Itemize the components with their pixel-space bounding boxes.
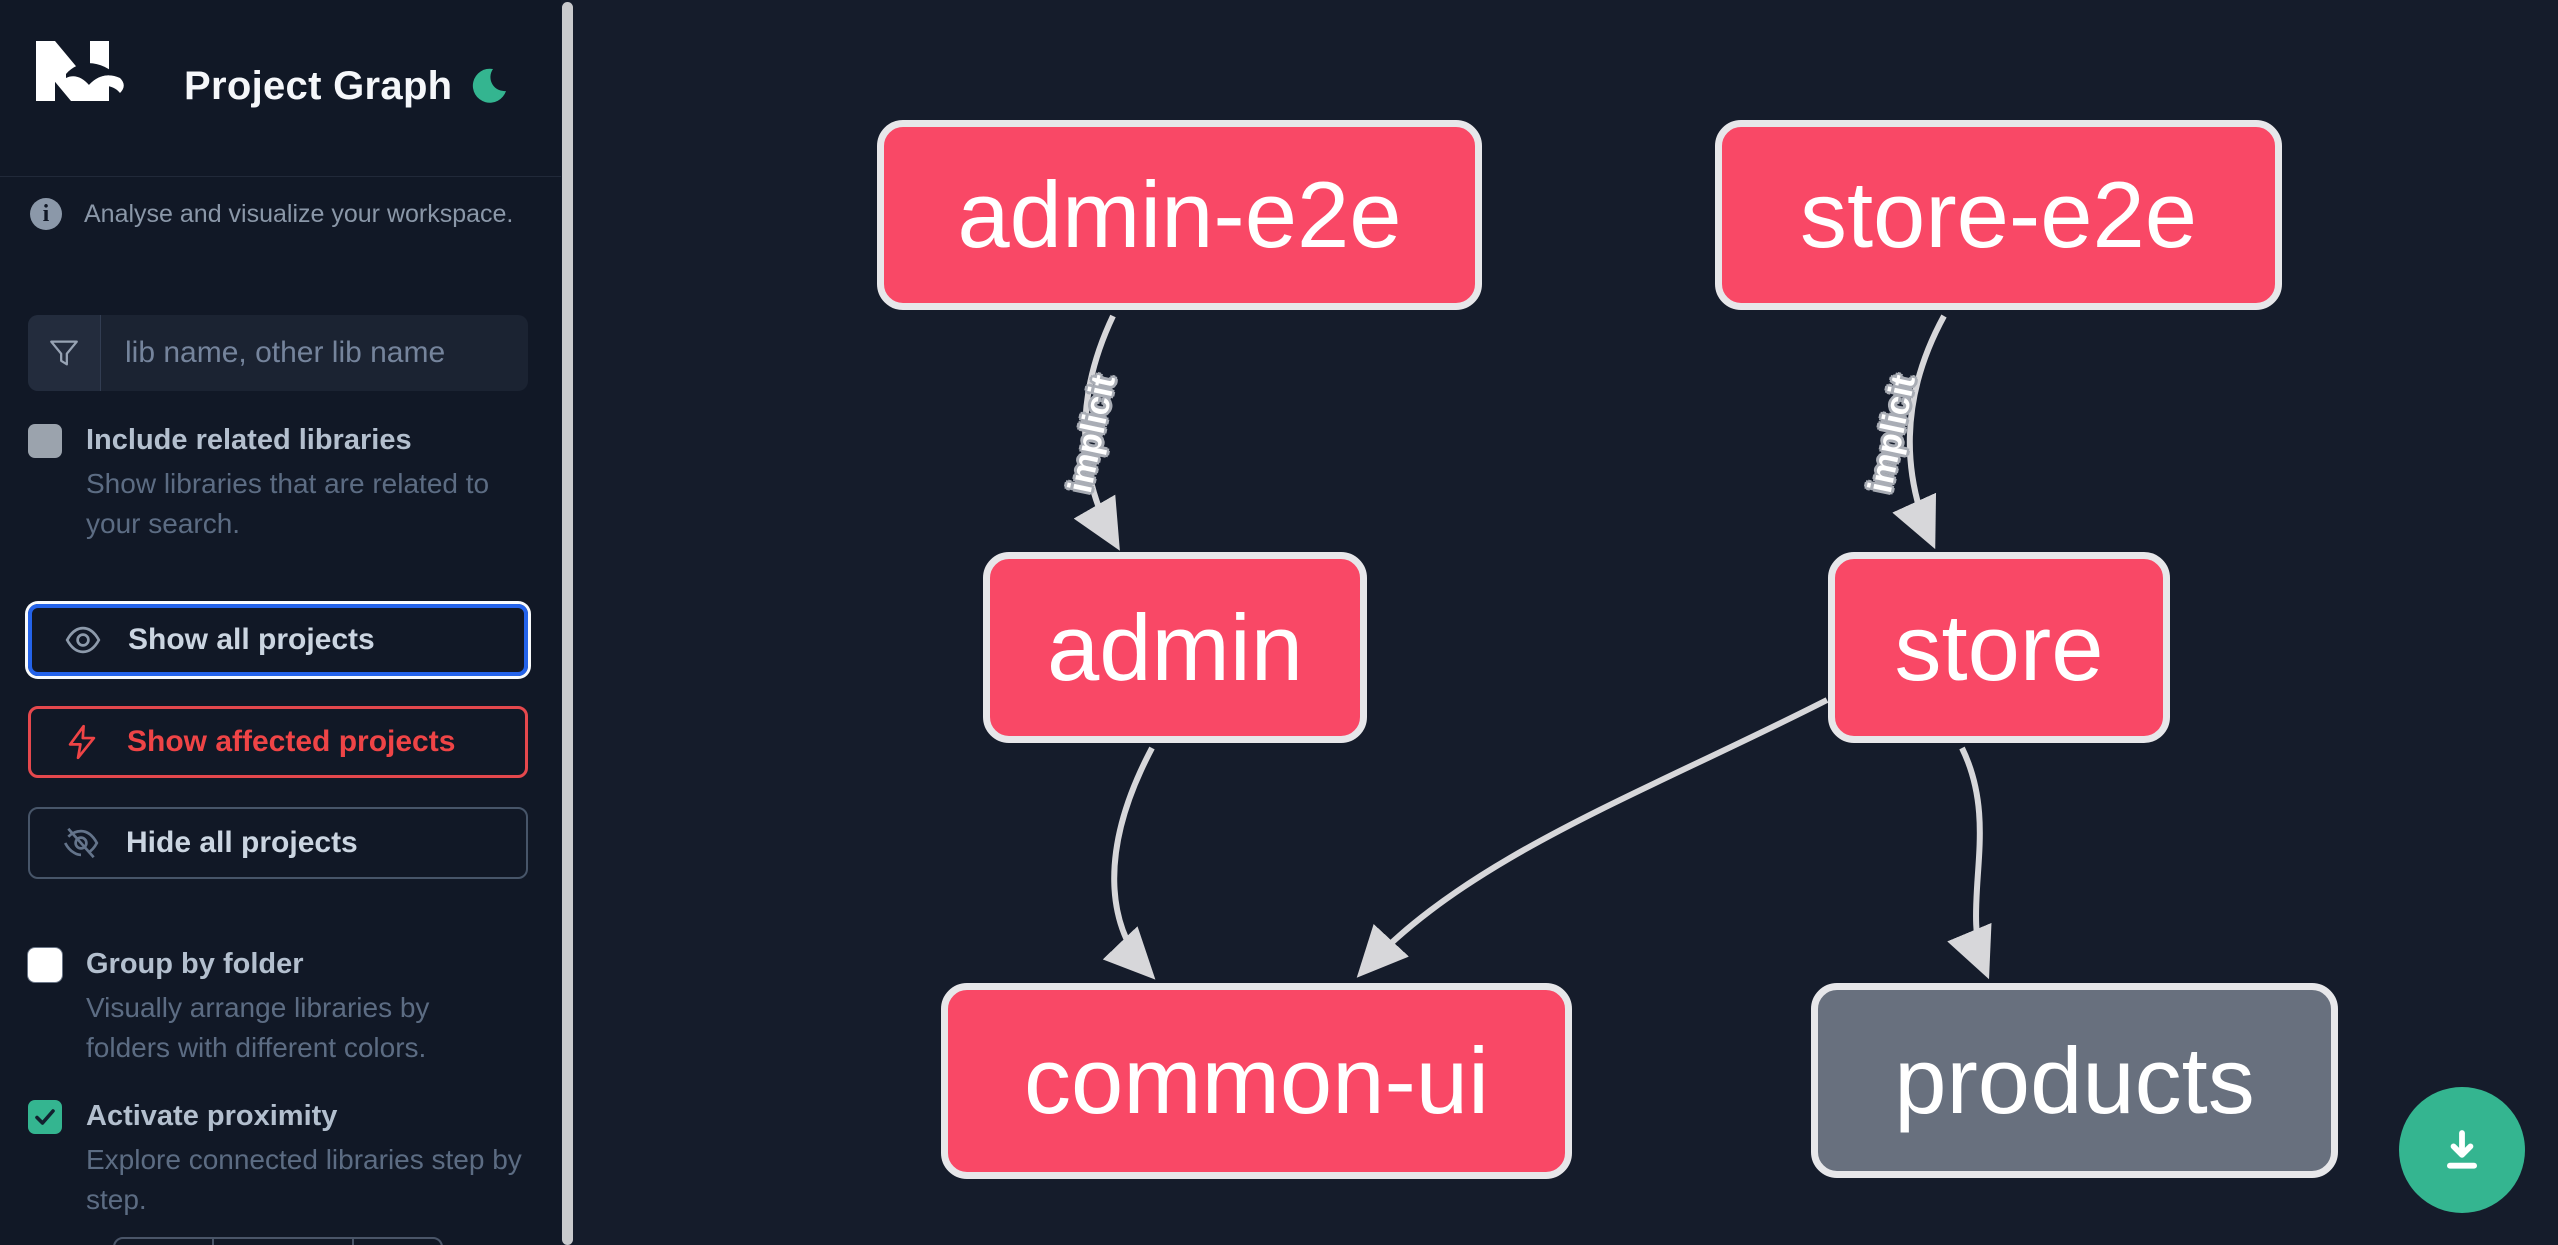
stepper-decrement[interactable] bbox=[115, 1239, 214, 1245]
theme-toggle-moon-icon[interactable] bbox=[468, 66, 508, 106]
include-related-row: Include related libraries Show libraries… bbox=[28, 420, 528, 544]
hide-all-projects-button[interactable]: Hide all projects bbox=[28, 807, 528, 879]
stepper-increment[interactable] bbox=[354, 1239, 441, 1245]
include-related-label: Include related libraries bbox=[86, 424, 412, 456]
activate-proximity-checkbox[interactable] bbox=[28, 1100, 62, 1134]
show-all-projects-button[interactable]: Show all projects bbox=[28, 604, 528, 676]
node-store-label: store bbox=[1894, 594, 2104, 700]
lib-filter-input[interactable] bbox=[101, 315, 528, 391]
group-by-folder-description: Visually arrange libraries by folders wi… bbox=[86, 992, 430, 1063]
eye-slash-icon bbox=[63, 827, 99, 859]
hide-all-projects-label: Hide all projects bbox=[126, 826, 358, 859]
group-by-folder-row: Group by folder Visually arrange librari… bbox=[28, 944, 528, 1068]
lightning-icon bbox=[68, 724, 96, 760]
node-store-e2e[interactable]: store-e2e bbox=[1715, 120, 2282, 310]
sidebar-header: Project Graph bbox=[0, 0, 561, 177]
include-related-description: Show libraries that are related to your … bbox=[86, 468, 490, 539]
funnel-filter-icon bbox=[28, 315, 101, 391]
sidebar-scrollbar-thumb[interactable] bbox=[562, 2, 573, 1245]
node-admin[interactable]: admin bbox=[983, 552, 1367, 743]
filter-search-box bbox=[28, 315, 528, 391]
node-products[interactable]: products bbox=[1811, 983, 2338, 1178]
sidebar: Project Graph i Analyse and visualize yo… bbox=[0, 0, 561, 1245]
info-icon: i bbox=[30, 198, 62, 230]
group-by-folder-label: Group by folder bbox=[86, 948, 304, 980]
node-admin-label: admin bbox=[1046, 594, 1304, 700]
show-affected-projects-button[interactable]: Show affected projects bbox=[28, 706, 528, 778]
download-icon bbox=[2447, 1130, 2477, 1169]
stepper-value bbox=[214, 1239, 354, 1245]
group-by-folder-checkbox[interactable] bbox=[28, 948, 62, 982]
node-common-ui-label: common-ui bbox=[1024, 1028, 1489, 1133]
show-all-projects-label: Show all projects bbox=[128, 623, 375, 656]
node-admin-e2e[interactable]: admin-e2e bbox=[877, 120, 1482, 310]
activate-proximity-description: Explore connected libraries step by step… bbox=[86, 1144, 522, 1215]
node-admin-e2e-label: admin-e2e bbox=[957, 162, 1402, 267]
proximity-depth-stepper[interactable] bbox=[113, 1237, 443, 1245]
node-store[interactable]: store bbox=[1828, 552, 2170, 743]
eye-icon bbox=[65, 626, 101, 654]
node-store-e2e-label: store-e2e bbox=[1799, 162, 2198, 267]
page-title: Project Graph bbox=[184, 64, 453, 108]
download-image-button[interactable] bbox=[2399, 1087, 2525, 1213]
node-common-ui[interactable]: common-ui bbox=[941, 983, 1572, 1179]
workspace-tagline: Analyse and visualize your workspace. bbox=[84, 199, 514, 228]
node-products-label: products bbox=[1894, 1027, 2255, 1133]
nx-logo-icon bbox=[36, 41, 124, 101]
activate-proximity-row: Activate proximity Explore connected lib… bbox=[28, 1096, 528, 1220]
checkmark-icon bbox=[35, 1109, 55, 1125]
include-related-checkbox[interactable] bbox=[28, 424, 62, 458]
show-affected-projects-label: Show affected projects bbox=[127, 725, 456, 758]
activate-proximity-label: Activate proximity bbox=[86, 1100, 338, 1132]
workspace-tagline-row: i Analyse and visualize your workspace. bbox=[30, 198, 513, 230]
